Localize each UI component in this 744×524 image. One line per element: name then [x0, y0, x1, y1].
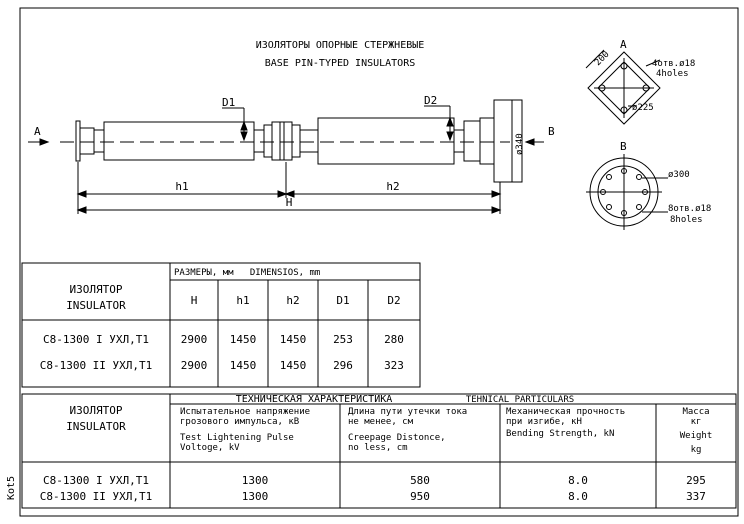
- table1-col-h2: h2: [286, 294, 299, 307]
- section-b-circle: [586, 154, 668, 230]
- table2-row2-strength: 8.0: [568, 490, 588, 503]
- table2-col2-line3: Creepage Distonce,: [348, 433, 446, 443]
- holes-b-ru: 8отв.ø18: [668, 204, 711, 214]
- table1-row2-name: С8-1300 II УХЛ,Т1: [40, 359, 153, 372]
- holes-a-en: 4holes: [656, 69, 689, 79]
- table1-col-h1: h1: [236, 294, 249, 307]
- table2-row2-name: С8-1300 II УХЛ,Т1: [40, 490, 153, 503]
- table2-row1-creepage: 580: [410, 474, 430, 487]
- table1-row1-h1: 1450: [230, 333, 257, 346]
- d2-label: D2: [424, 94, 437, 107]
- table2-col4-line3: Weight: [680, 431, 713, 441]
- table1-row2-d2: 323: [384, 359, 404, 372]
- table2-col3-line2: при изгибе, кН: [506, 416, 582, 427]
- table2-col2-line2: не менее, см: [348, 417, 414, 427]
- dimensions-table: [21, 262, 421, 388]
- table1-col-h: H: [191, 294, 198, 307]
- table2-col1-line1: Испытательное напряжение: [180, 407, 310, 417]
- view-a-label: A: [34, 125, 41, 138]
- section-a-label: A: [620, 38, 627, 51]
- table2-header-ru: ТЕХНИЧЕСКАЯ ХАРАКТЕРИСТИКА: [236, 394, 393, 405]
- table1-dimensions-header: РАЗМЕРЫ, мм DIMENSIOS, mm: [174, 268, 320, 278]
- h2-label: h2: [386, 180, 399, 193]
- table2-row1-voltage: 1300: [242, 474, 269, 487]
- table2-row2-weight: 337: [686, 490, 706, 503]
- table1-row1-h: 2900: [181, 333, 208, 346]
- table2-col2-line1: Длина пути утечки тока: [348, 407, 467, 417]
- table2-col1-line2: грозового импульса, кВ: [180, 417, 299, 427]
- table2-row2-voltage: 1300: [242, 490, 269, 503]
- table2-col1-line4: Voltoge, kV: [180, 443, 240, 453]
- table1-row1-h2: 1450: [280, 333, 307, 346]
- table1-col-d2: D2: [387, 294, 400, 307]
- table2-header-en: TEHNICAL PARTICULARS: [466, 395, 574, 405]
- table2-insulator-ru: ИЗОЛЯТОР: [70, 404, 123, 417]
- section-a-square: [585, 49, 661, 125]
- d1-label: D1: [222, 96, 235, 109]
- table2-col4-line2: кг: [691, 417, 702, 427]
- holes-a-ru: 4отв.ø18: [652, 59, 695, 69]
- drawing-frame: [19, 7, 739, 517]
- holes-b-en: 8holes: [670, 215, 703, 225]
- table1-row1-d2: 280: [384, 333, 404, 346]
- table1-insulator-ru: ИЗОЛЯТОР: [70, 283, 123, 296]
- title-ru: ИЗОЛЯТОРЫ ОПОРНЫЕ СТЕРЖНЕВЫЕ: [256, 40, 425, 51]
- table2-insulator-en: INSULATOR: [66, 420, 126, 433]
- view-b-label: B: [548, 125, 555, 138]
- table2-col4-line4: kg: [691, 445, 702, 455]
- table2-row1-name: С8-1300 I УХЛ,Т1: [43, 474, 149, 487]
- title-en: BASE PIN-TYPED INSULATORS: [265, 58, 416, 69]
- table1-row2-d1: 296: [333, 359, 353, 372]
- table2-col2-line4: no less, cm: [348, 443, 408, 453]
- table1-row2-h: 2900: [181, 359, 208, 372]
- h-total-label: H: [286, 196, 293, 209]
- table1-row1-d1: 253: [333, 333, 353, 346]
- d300-label: ø300: [668, 170, 690, 180]
- table1-row2-h1: 1450: [230, 359, 257, 372]
- table2-row1-strength: 8.0: [568, 474, 588, 487]
- table2-row1-weight: 295: [686, 474, 706, 487]
- table1-col-d1: D1: [336, 294, 349, 307]
- table1-row1-name: С8-1300 I УХЛ,Т1: [43, 333, 149, 346]
- side-label: Kot5: [6, 476, 17, 500]
- d225-label: ø225: [632, 103, 654, 113]
- d340-label: ø340: [515, 133, 525, 155]
- table2-col3-line3: Bending Strength, kN: [506, 429, 614, 439]
- table2-col1-line3: Test Lightening Pulse: [180, 433, 294, 443]
- table1-insulator-en: INSULATOR: [66, 299, 126, 312]
- h1-label: h1: [175, 180, 188, 193]
- table2-col4-line1: Масса: [682, 407, 709, 417]
- table2-col3-line1: Механическая прочность: [506, 407, 625, 417]
- table1-row2-h2: 1450: [280, 359, 307, 372]
- table2-row2-creepage: 950: [410, 490, 430, 503]
- section-b-label: B: [620, 140, 627, 153]
- insulator-assembly: [28, 99, 544, 214]
- particulars-table: [21, 393, 737, 509]
